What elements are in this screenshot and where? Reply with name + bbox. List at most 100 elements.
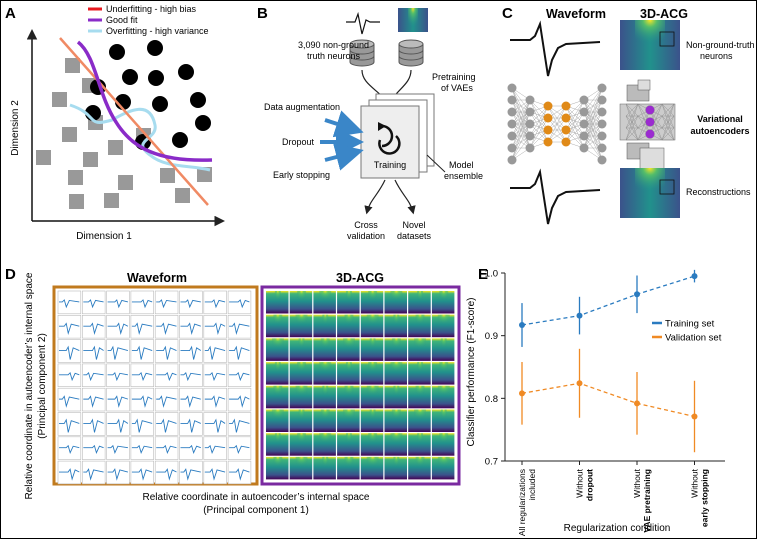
acg-tile-peak [393, 314, 400, 327]
acg-tile-peak [366, 456, 379, 469]
acg-tile-peak [271, 409, 284, 422]
c-label-top-line2: neurons [700, 51, 733, 61]
waveform-trace [83, 345, 104, 360]
acg-tile-peak [273, 314, 283, 327]
network-node [543, 137, 553, 147]
waveform-tile [203, 290, 227, 315]
waveform-tile [130, 314, 154, 339]
e-ylabel: Classifier performance (F1-score) [466, 298, 477, 447]
waveform-trace [107, 371, 128, 382]
acg-tile-peak [319, 291, 332, 303]
panel-d-letter: D [5, 266, 16, 283]
network-node [561, 137, 571, 147]
waveform-tile [203, 339, 227, 363]
b-output-novel-line1: Novel [402, 220, 425, 230]
network-node [543, 101, 553, 111]
waveform-tile [82, 387, 106, 412]
b-neurons-label-line1: 3,090 non-ground [298, 40, 369, 50]
waveform-tile [154, 314, 179, 339]
waveform-tile [82, 290, 106, 315]
e-data-point [519, 322, 525, 329]
waveform-tile [179, 387, 203, 412]
a-ylabel: Dimension 2 [10, 100, 21, 156]
class-square-marker [36, 150, 51, 165]
waveform-trace [180, 371, 201, 382]
waveform-tile [82, 412, 106, 436]
acg-tile-peak [295, 314, 308, 327]
waveform-trace [229, 299, 250, 309]
waveform-tile [82, 314, 106, 339]
d-ylabel-line1: Relative coordinate in autoencoder’s int… [24, 272, 35, 499]
waveform-tile [130, 290, 154, 315]
acg-tile-peak [297, 362, 307, 374]
e-x-tick-label: Withoutearly stopping [690, 468, 710, 527]
waveform-tile [106, 363, 130, 387]
database-icon [398, 39, 424, 67]
waveform-trace [131, 444, 153, 455]
class-circle-marker [152, 96, 168, 112]
latent-node [645, 105, 655, 115]
waveform-trace [229, 371, 250, 382]
b-pretraining-label-line1: Pretraining [432, 72, 476, 82]
waveform-tile [106, 314, 130, 339]
class-circle-marker [148, 70, 164, 86]
acg-tile-peak [271, 338, 284, 351]
network-node [597, 143, 607, 153]
acg-tile-peak [440, 409, 447, 422]
acg-tile-peak [344, 456, 354, 469]
acg-tile-peak [345, 362, 352, 374]
e-y-tick-label: 0.9 [485, 331, 498, 342]
e-series-line [521, 275, 695, 326]
acg-tile-peak [414, 409, 427, 422]
class-square-marker [104, 193, 119, 208]
e-data-point [634, 291, 640, 298]
waveform-tile [203, 387, 227, 412]
waveform-tile [57, 314, 82, 339]
waveform-tile [57, 363, 82, 387]
acg-tile-peak [369, 409, 376, 422]
waveform-trace [204, 444, 226, 455]
waveform-trace [59, 299, 80, 309]
waveform-trace [107, 322, 129, 335]
e-legend-label: Validation set [665, 333, 722, 344]
panel-b-letter: B [257, 5, 268, 22]
acg-tile-peak [415, 314, 425, 327]
network-node [597, 131, 607, 141]
b-output-novel-line2: datasets [397, 231, 432, 241]
class-square-marker [118, 175, 133, 190]
waveform-trace [131, 395, 153, 408]
waveform-trace [156, 322, 177, 335]
b-input-dropout: Dropout [282, 137, 315, 147]
panel-d: D Waveform 3D-ACG Relative coordinate in… [5, 266, 461, 516]
acg-tile-peak [417, 291, 424, 303]
waveform-tile [106, 339, 130, 363]
panel-e-letter: E [478, 266, 488, 283]
network-node [507, 119, 517, 129]
waveform-trace [131, 345, 153, 360]
acg-tile-peak [368, 362, 378, 374]
waveform-trace [156, 418, 177, 433]
d-acg-title: 3D-ACG [336, 271, 384, 285]
waveform-tile [154, 339, 179, 363]
waveform-tile [82, 363, 106, 387]
acg-tile-peak [390, 433, 403, 446]
waveform-tile [203, 460, 227, 485]
acg-tile-peak [440, 338, 447, 351]
network-node [507, 131, 517, 141]
e-y-tick-label: 0.7 [485, 457, 498, 468]
waveform-tile [106, 412, 130, 436]
e-data-point [519, 390, 525, 397]
waveform-tile [130, 436, 154, 460]
e-xlabel: Regularization condition [564, 523, 671, 534]
waveform-tile [179, 460, 203, 485]
waveform-trace [229, 395, 250, 408]
acg-tile-peak [414, 338, 427, 351]
waveform-tile [106, 436, 130, 460]
network-node [579, 143, 589, 153]
waveform-trace [229, 468, 250, 481]
waveform-tile [106, 387, 130, 412]
waveform-tile [179, 436, 203, 460]
waveform-tile [227, 314, 252, 339]
